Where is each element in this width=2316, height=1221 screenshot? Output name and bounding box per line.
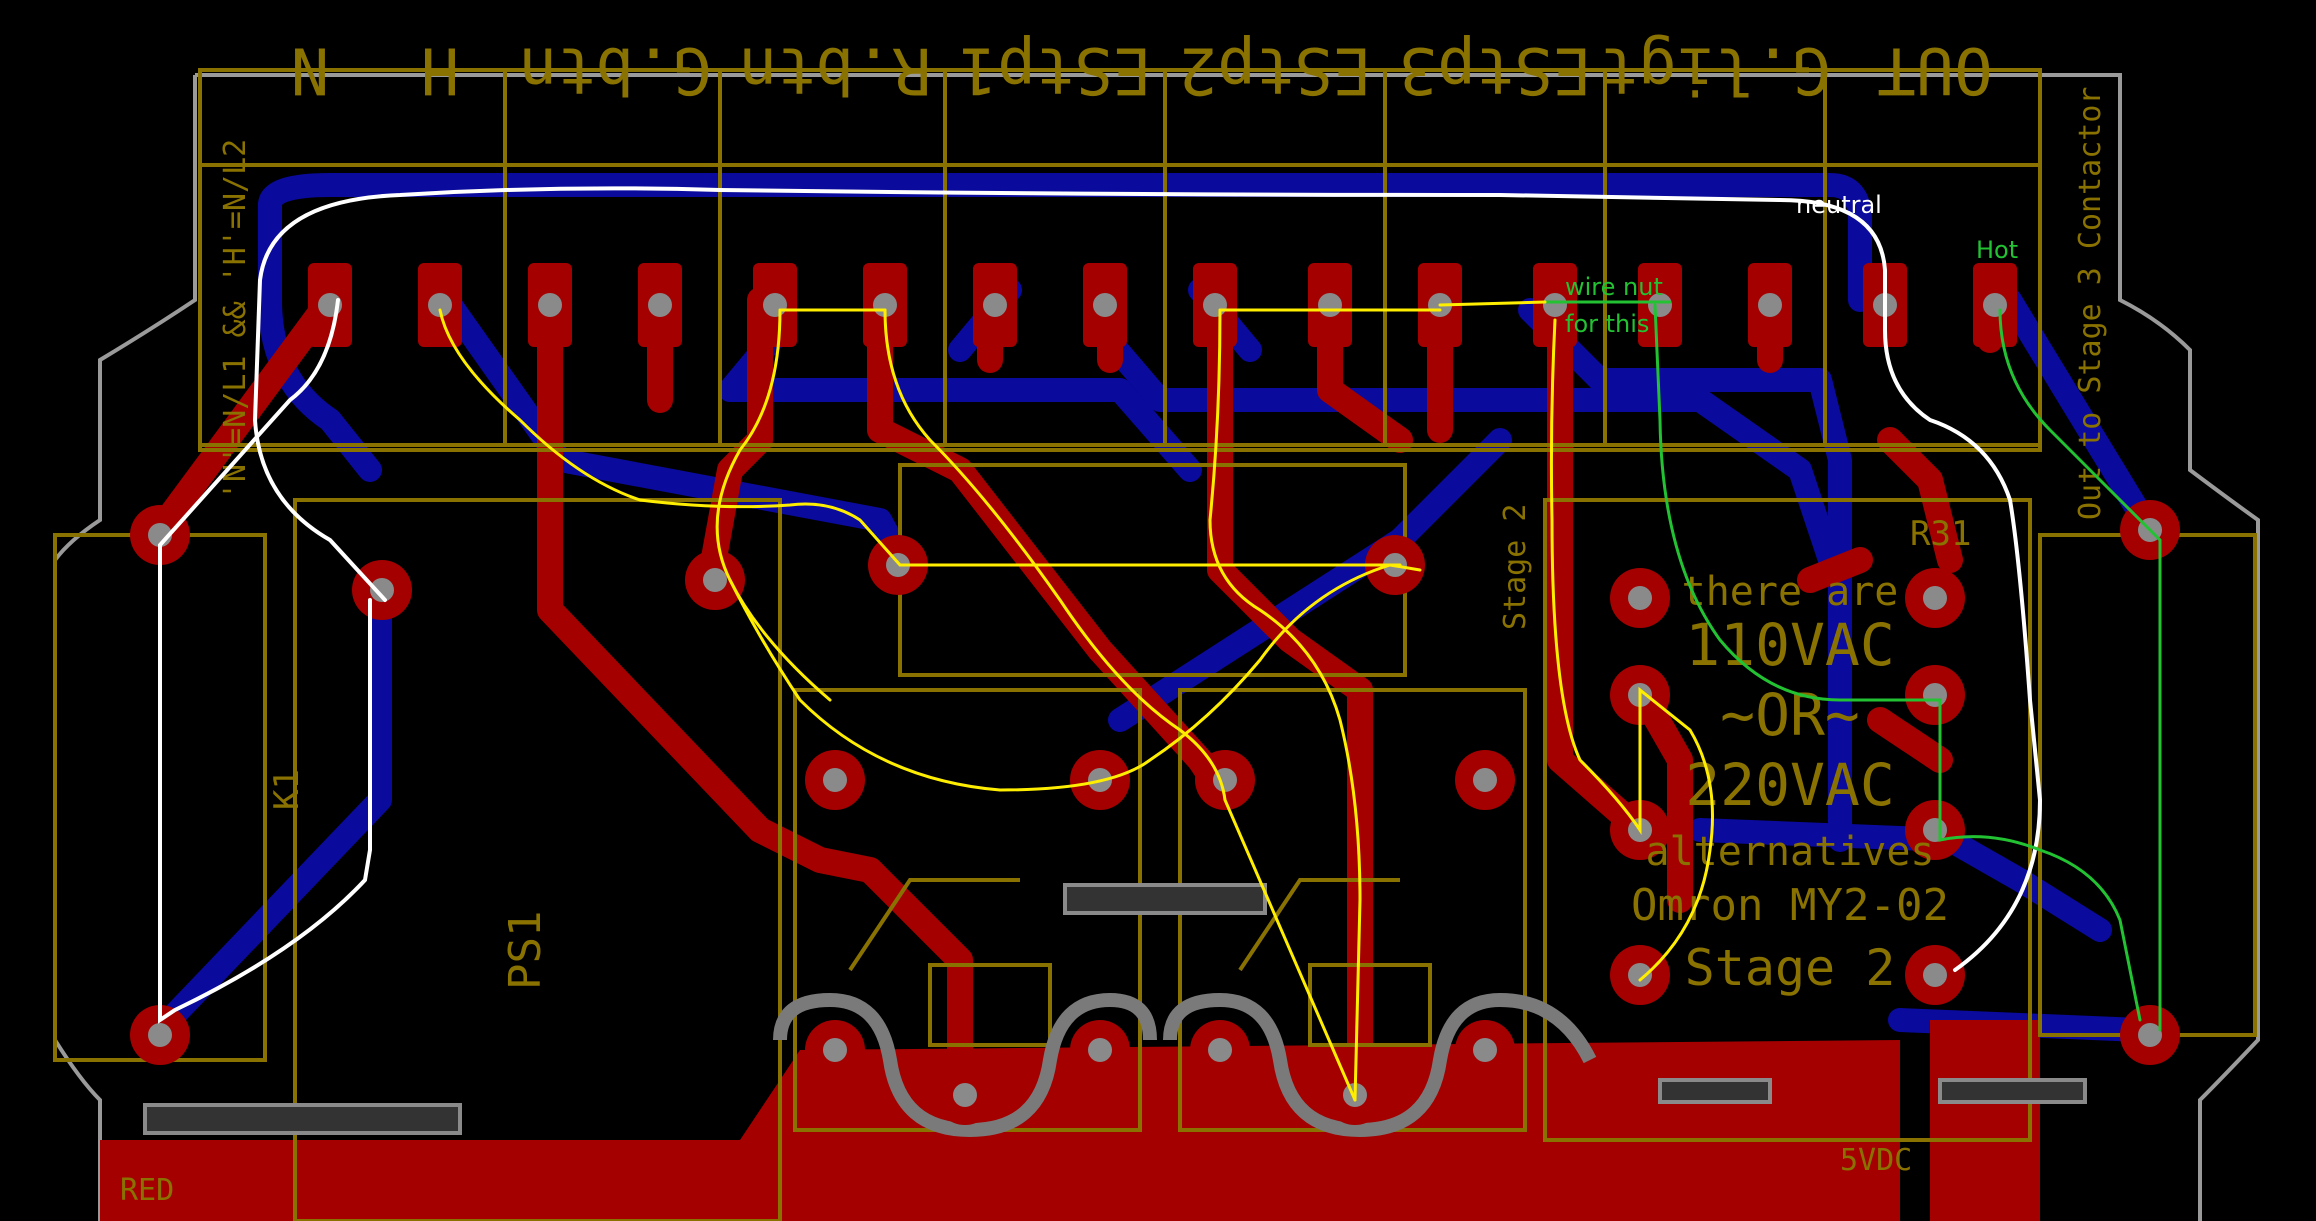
through-hole-pad xyxy=(1070,1020,1130,1080)
terminal-pad xyxy=(1533,263,1577,347)
hot-wire xyxy=(1543,300,2162,1032)
keepout-bars xyxy=(143,883,2087,1135)
through-hole-pad xyxy=(1455,1020,1515,1080)
terminal-pad xyxy=(528,263,572,347)
red-label: RED xyxy=(120,1173,174,1208)
k1-label: K1 xyxy=(267,769,307,810)
terminal-pad xyxy=(418,263,462,347)
through-hole-pad xyxy=(1905,945,1965,1005)
wire-nut-annotation-line1: wire nut xyxy=(1565,273,1663,301)
hot-annotation: Hot xyxy=(1976,236,2018,264)
through-hole-pad xyxy=(685,550,745,610)
terminal-label-out: OUT xyxy=(1877,33,1993,107)
5vdc-label: 5VDC xyxy=(1840,1143,1912,1178)
terminal-pad xyxy=(1308,263,1352,347)
relay-info-line-6: Omron MY2-02 xyxy=(1631,880,1949,931)
terminal-label-g-ligt: G.ligt xyxy=(1599,33,1830,107)
neutral-wire xyxy=(158,186,2043,1024)
stage-2-vertical-label: Stage 2 xyxy=(1498,504,1533,630)
terminal-label-g-btn: G.btn xyxy=(519,33,712,107)
signal-wires xyxy=(438,300,1714,1102)
terminal-pad xyxy=(638,263,682,347)
relay-info-line-5: alternatives xyxy=(1646,829,1935,875)
r31-label: R31 xyxy=(1910,514,1971,554)
through-hole-pad xyxy=(1610,568,1670,628)
relay-info-text-block: there are110VAC~OR~220VACalternativesOmr… xyxy=(1631,569,1949,997)
relay-info-line-2: 110VAC xyxy=(1685,611,1895,679)
terminal-label-n: N xyxy=(291,33,330,107)
through-hole-pad xyxy=(1610,945,1670,1005)
through-hole-pad xyxy=(1455,750,1515,810)
terminal-label-estp3: EStp3 xyxy=(1399,33,1592,107)
terminal-pad xyxy=(1193,263,1237,347)
right-side-label: Out to Stage 3 Contactor xyxy=(2073,87,2108,520)
relay-info-line-1: there are xyxy=(1682,569,1899,615)
through-hole-pad xyxy=(805,750,865,810)
through-hole-pad xyxy=(1905,665,1965,725)
through-hole-pad xyxy=(130,1005,190,1065)
terminal-pad xyxy=(753,263,797,347)
terminal-pad xyxy=(1973,263,2017,347)
terminal-pad xyxy=(1748,263,1792,347)
through-hole-pad xyxy=(935,1065,995,1125)
relay-slots xyxy=(773,992,1597,1138)
left-side-label: 'N'=N/L1 && 'H'=N/L2 xyxy=(218,139,253,500)
wire-nut-annotation-line2: for this xyxy=(1565,310,1649,338)
through-hole-pad xyxy=(352,560,412,620)
through-hole-pad xyxy=(805,1020,865,1080)
terminal-pad xyxy=(1083,263,1127,347)
terminal-pad xyxy=(973,263,1017,347)
through-hole-pad xyxy=(1190,1020,1250,1080)
ps1-label: PS1 xyxy=(500,911,551,990)
through-hole-pad xyxy=(1905,568,1965,628)
relay-info-line-7: Stage 2 xyxy=(1685,939,1896,997)
through-hole-pad xyxy=(2120,1005,2180,1065)
terminal-label-estp2: EStp2 xyxy=(1179,33,1372,107)
terminal-label-r-btn: R.btn xyxy=(739,33,932,107)
neutral-annotation: neutral xyxy=(1796,191,1882,219)
relay-info-line-4: 220VAC xyxy=(1685,751,1895,819)
terminal-label-h: H xyxy=(421,33,460,107)
terminal-label-estp1: EStp1 xyxy=(959,33,1152,107)
through-hole-pad xyxy=(1195,750,1255,810)
